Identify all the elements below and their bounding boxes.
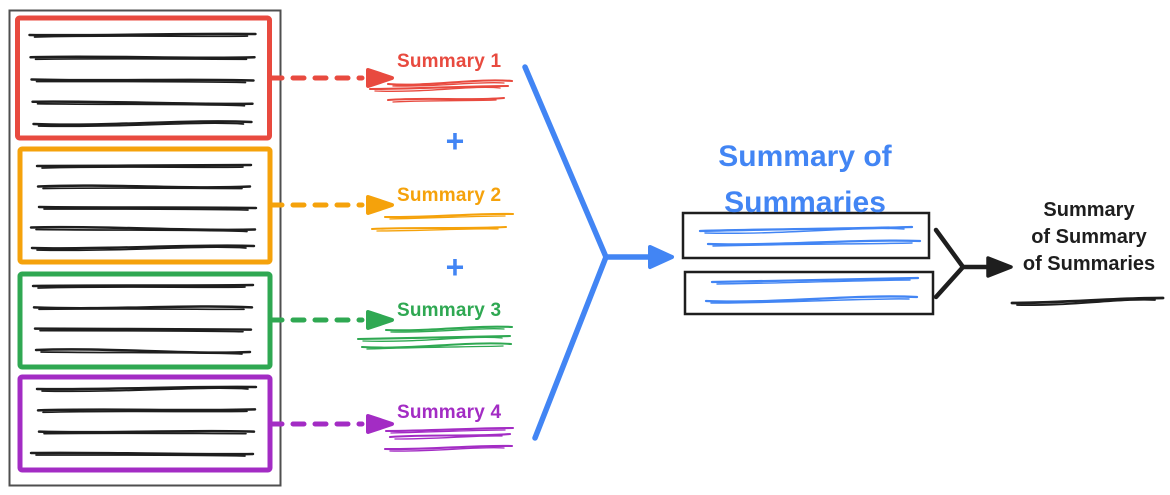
document-1-box <box>15 15 272 141</box>
summary-of-summaries-title-line2: Summaries <box>724 186 886 219</box>
summary-of-summaries-title-line1: Summary of <box>718 140 892 173</box>
document-4-box <box>17 374 273 473</box>
document-to-summary-arrows <box>268 68 394 434</box>
merge-arrowhead <box>648 245 674 269</box>
summary-2-label: Summary 2 <box>397 185 502 206</box>
summary-3-label: Summary 3 <box>397 300 502 321</box>
final-summary-underline-scribble <box>1010 296 1165 306</box>
dashed-arrowhead <box>366 195 394 215</box>
final-summary-label: Summary of Summary of Summaries <box>1006 197 1170 278</box>
final-summary-line3: of Summaries <box>1022 253 1156 275</box>
summary-4-scribble <box>383 426 515 452</box>
document-boxes <box>15 15 273 473</box>
merge-arrow-icon <box>522 64 674 441</box>
arrow-to-summary-4 <box>268 414 394 434</box>
dashed-arrowhead <box>366 68 394 88</box>
summary-of-summaries-box-1 <box>681 211 931 260</box>
document-3-box <box>17 271 273 370</box>
combine-arrow-icon <box>933 227 1013 300</box>
merge-arrow-diagonals <box>522 64 609 441</box>
summary-2-scribble <box>370 212 515 232</box>
final-summary-line2: of Summary <box>1031 226 1147 248</box>
summary-1-scribble <box>368 79 514 103</box>
summary-of-summaries-scribble-2 <box>704 276 920 304</box>
plus-operator-1: + <box>445 123 465 159</box>
combine-arrowhead <box>986 256 1013 278</box>
summary-of-summaries-scribbles <box>698 225 922 304</box>
summary-scribbles <box>356 79 515 452</box>
source-documents-frame <box>8 9 282 487</box>
final-summary-line1: Summary <box>1043 199 1135 221</box>
arrow-to-summary-2 <box>268 195 394 215</box>
dashed-arrowhead <box>366 310 394 330</box>
summary-of-summaries-scribble-1 <box>698 225 922 247</box>
summary-4-label: Summary 4 <box>397 402 502 423</box>
plus-operator-2: + <box>445 249 465 285</box>
summary-of-summaries-box-2 <box>683 270 935 316</box>
summary-of-summaries-title: Summary of Summaries <box>695 134 915 226</box>
dashed-arrowhead <box>366 414 394 434</box>
arrow-to-summary-3 <box>268 310 394 330</box>
summary-1-label: Summary 1 <box>397 51 502 72</box>
summary-3-scribble <box>356 325 514 350</box>
arrow-to-summary-1 <box>268 68 394 88</box>
combine-bracket <box>933 227 966 300</box>
document-2-box <box>17 146 273 265</box>
